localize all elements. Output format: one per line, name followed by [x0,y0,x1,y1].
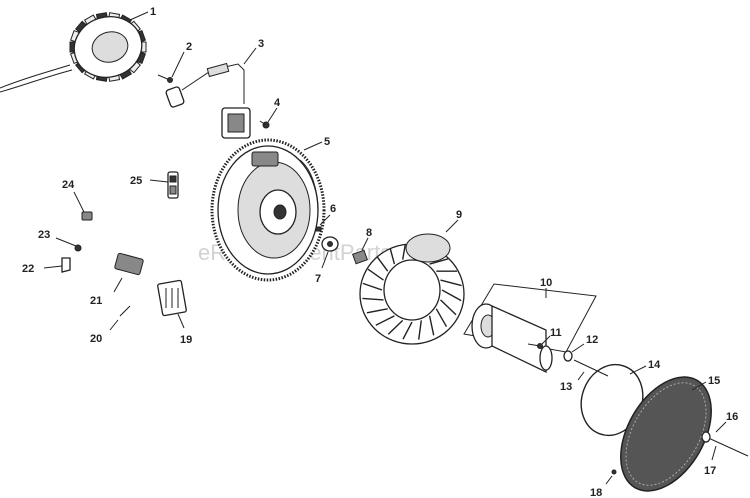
callout-2: 2 [186,41,192,53]
callout-5: 5 [324,136,330,148]
flywheel[interactable] [210,138,326,282]
fan-blade [435,308,448,328]
fan-blade [367,268,384,281]
nut-23[interactable] [74,244,82,252]
washer-7[interactable] [321,236,339,252]
callout-3: 3 [258,38,264,50]
callout-1: 1 [150,6,156,18]
callout-9: 9 [456,209,462,221]
callout-6: 6 [330,203,336,215]
connector-21[interactable] [114,252,144,276]
fan-blade [387,319,404,335]
callout-7: 7 [315,273,321,285]
rectifier-regulator[interactable] [157,279,187,317]
callout-14: 14 [648,359,661,371]
screw-18[interactable] [611,469,617,475]
fan-blade [441,289,462,302]
callout-20: 20 [90,333,102,345]
screw-16[interactable] [701,431,749,457]
bracket-22[interactable] [61,257,71,273]
screw-4[interactable] [259,120,270,129]
callout-8: 8 [366,227,372,239]
fan-blade [402,244,406,260]
spark-plug[interactable] [167,171,179,199]
rotating-screen[interactable] [602,361,730,498]
screw-11[interactable] [527,343,543,349]
callout-13: 13 [560,381,572,393]
terminal-24[interactable] [81,211,93,221]
nut-8[interactable] [352,249,368,265]
callout-17: 17 [704,465,716,477]
fan-blade [362,282,383,291]
callout-24: 24 [62,179,75,191]
fan-blade [375,315,395,326]
pin-13[interactable] [573,359,609,377]
fan-blade [440,299,457,316]
callout-18: 18 [590,487,602,498]
callout-15: 15 [708,375,720,387]
fan-blade [428,315,435,336]
callout-23: 23 [38,229,50,241]
fan-blade [376,256,389,272]
callout-4: 4 [274,97,281,109]
screw-20[interactable] [119,305,131,317]
callout-10: 10 [540,277,552,289]
fan-blade [418,320,422,340]
washer-12[interactable] [563,350,573,362]
callout-19: 19 [180,334,192,346]
callout-22: 22 [22,263,34,275]
fan-blade [429,258,449,265]
fan-blade [362,297,384,301]
callout-11: 11 [550,327,562,339]
stator[interactable] [0,9,149,93]
ignition-module[interactable] [165,62,251,139]
fan-blade [440,279,462,287]
drive-shaft[interactable] [463,283,597,374]
screw-2[interactable] [157,74,173,83]
cooling-fan[interactable] [359,233,465,345]
callout-16: 16 [726,411,738,423]
fan-blade [389,248,396,265]
fan-blade [402,321,413,340]
callout-25: 25 [130,175,142,187]
fan-blade [366,308,388,314]
callout-21: 21 [90,295,102,307]
key-6[interactable] [315,226,322,232]
callout-12: 12 [586,334,598,346]
